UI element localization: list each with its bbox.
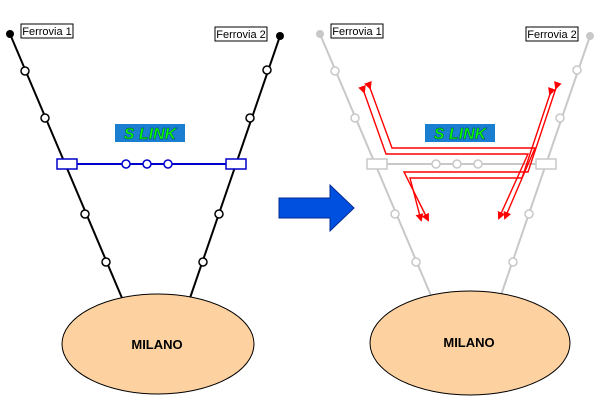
- station: [20, 66, 30, 76]
- right-panel: S LINK Ferrovia 1 Ferrovia 2 MILANO: [316, 23, 594, 396]
- station: [330, 66, 340, 76]
- slink-logo: S LINK: [115, 124, 185, 143]
- link-station: [473, 159, 483, 169]
- link-station: [121, 159, 131, 169]
- station: [555, 113, 565, 123]
- railway-1-label: Ferrovia 1: [20, 23, 74, 39]
- station: [214, 209, 224, 219]
- city-milano: [61, 293, 255, 395]
- slink-logo-text: S LINK: [434, 126, 488, 143]
- railway-1-terminus: [6, 30, 14, 38]
- city-label: MILANO: [131, 337, 182, 352]
- railway-1-label: Ferrovia 1: [330, 23, 384, 39]
- svg-text:Ferrovia 2: Ferrovia 2: [216, 29, 266, 41]
- station: [524, 209, 534, 219]
- railway-1-terminus: [316, 30, 324, 38]
- link-junction-right: [535, 158, 557, 170]
- left-panel: S LINK Ferrovia 1 Ferrovia 2 MILANO: [6, 23, 284, 395]
- station: [198, 257, 208, 267]
- station: [245, 113, 255, 123]
- city-label: MILANO: [443, 335, 494, 350]
- transition-arrow-icon: [278, 183, 355, 233]
- station: [572, 65, 582, 75]
- route-2-to-1: [402, 81, 562, 222]
- railway-2-terminus: [276, 32, 284, 40]
- station: [101, 257, 111, 267]
- svg-text:Ferrovia 1: Ferrovia 1: [332, 26, 382, 38]
- svg-text:Ferrovia 1: Ferrovia 1: [22, 26, 72, 38]
- station: [350, 113, 360, 123]
- station: [508, 257, 518, 267]
- link-junction-left: [56, 158, 78, 170]
- railway-2-terminus: [586, 32, 594, 40]
- city-milano: [369, 290, 571, 396]
- slink-logo-text: S LINK: [124, 126, 178, 143]
- link-station: [163, 159, 173, 169]
- link-junction-right: [225, 158, 247, 170]
- station: [390, 209, 400, 219]
- link-junction-left: [366, 158, 388, 170]
- station: [262, 65, 272, 75]
- link-station: [142, 159, 152, 169]
- link-station: [452, 159, 462, 169]
- link-station: [431, 159, 441, 169]
- station: [411, 257, 421, 267]
- railway-2-label: Ferrovia 2: [525, 26, 579, 42]
- railway-2-label: Ferrovia 2: [214, 26, 268, 42]
- slink-logo: S LINK: [425, 124, 495, 143]
- svg-text:Ferrovia 2: Ferrovia 2: [527, 29, 577, 41]
- station: [80, 209, 90, 219]
- station: [40, 113, 50, 123]
